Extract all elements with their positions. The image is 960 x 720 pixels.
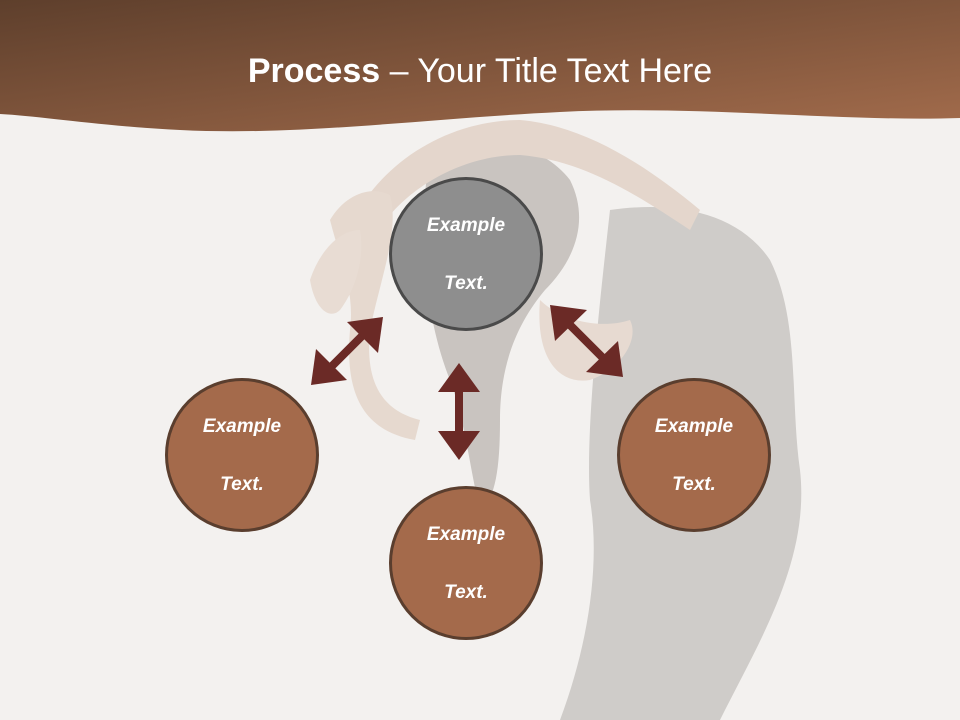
- center-node-line2: Text.: [444, 272, 488, 294]
- arrow-right-head-bottom: [586, 341, 623, 377]
- slide-title: Process – Your Title Text Here: [0, 52, 960, 91]
- arrow-vertical-head-top: [438, 363, 480, 392]
- arrow-left-head-top: [347, 317, 383, 353]
- arrow-vertical-head-bottom: [438, 431, 480, 460]
- arrow-right-shaft: [565, 320, 608, 363]
- bottom-node-line2: Text.: [444, 581, 488, 603]
- arrow-left-shaft: [325, 329, 369, 373]
- bottom-node-line1: Example: [426, 523, 506, 545]
- right-node-line2: Text.: [672, 473, 716, 495]
- title-bold: Process: [247, 52, 381, 90]
- left-node-line2: Text.: [220, 473, 264, 495]
- left-node-line1: Example: [202, 415, 282, 437]
- center-node-line1: Example: [426, 214, 506, 236]
- title-rest: – Your Title Text Here: [380, 52, 713, 90]
- right-node-line1: Example: [654, 415, 734, 437]
- arrow-right-head-top: [550, 305, 587, 341]
- header-band: [0, 0, 960, 132]
- arrow-left-head-bottom: [311, 349, 347, 385]
